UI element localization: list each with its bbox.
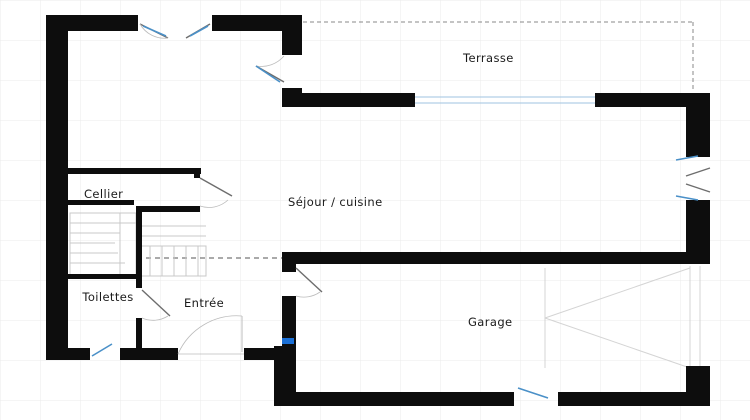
room-label-terrasse: Terrasse (463, 51, 514, 65)
terrasse-outline (303, 21, 694, 92)
room-label-entree: Entrée (184, 296, 225, 310)
garage-door-sweep (544, 266, 701, 369)
room-label-toilettes: Toilettes (82, 290, 134, 304)
walls (46, 15, 710, 406)
room-label-cellier: Cellier (84, 187, 124, 201)
room-label-sejour-cuisine: Séjour / cuisine (288, 195, 383, 209)
windows (91, 25, 699, 399)
stair-marker (282, 338, 294, 344)
window-sills (415, 96, 595, 104)
room-label-garage: Garage (468, 315, 513, 329)
